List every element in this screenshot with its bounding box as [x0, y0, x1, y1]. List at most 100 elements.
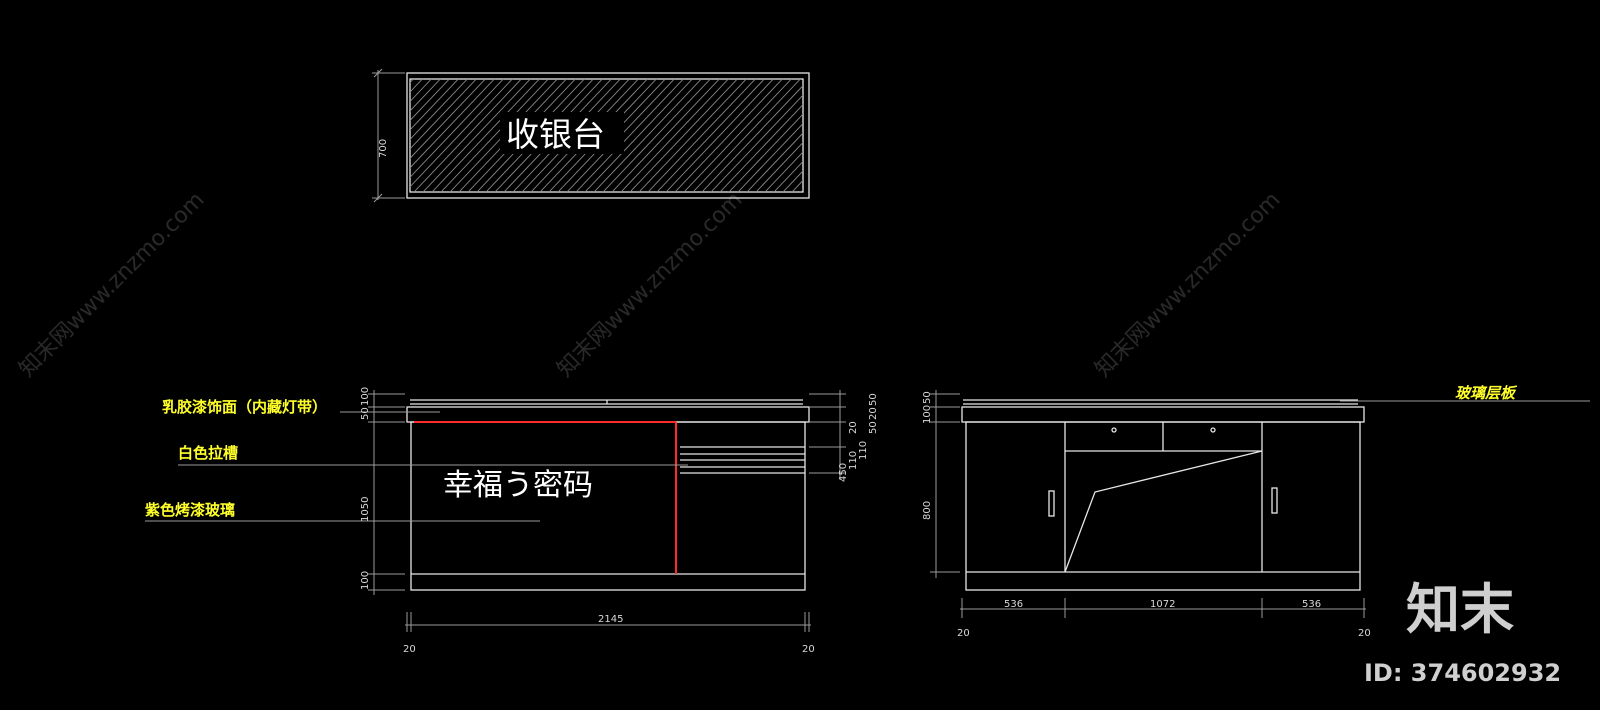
plan-view: 收银台 700 [372, 68, 1016, 203]
side-bottom-dim-3: 536 [1302, 599, 1321, 610]
watermarks: 知末网www.znzmo.com 知末网www.znzmo.com 知末网www… [15, 187, 1286, 382]
hatch-line [584, 79, 693, 192]
plan-title: 收银台 [506, 115, 605, 154]
front-left-dim-3: 1050 [360, 497, 371, 522]
front-bottom-dim-right: 20 [802, 644, 815, 655]
front-left-dim-2: 50 [360, 407, 371, 420]
hatch-line [873, 79, 980, 192]
plan-title-backdrop [500, 112, 624, 154]
hatch-line [900, 79, 1007, 192]
front-grooves [680, 446, 805, 474]
hatch-line [746, 132, 803, 192]
hatch-line [837, 79, 944, 192]
side-left-dim-1: 50 [922, 391, 933, 404]
front-right-dim-1: 50 [868, 393, 879, 406]
hatch-line [413, 79, 522, 192]
front-right-dim-7: 450 [838, 463, 849, 482]
hatch-line [692, 79, 801, 192]
brand-logo: 知末 [1406, 578, 1514, 641]
side-top-slab [961, 406, 1365, 423]
hatch-line [791, 179, 803, 192]
hatch-line [864, 79, 971, 192]
hatch-line [782, 170, 803, 192]
side-left-dim-3: 800 [922, 501, 933, 520]
door-handle-left [1048, 490, 1055, 517]
hatch-line [638, 79, 747, 192]
front-left-dim-4: 100 [360, 571, 371, 590]
side-bottom-dim-1: 536 [1004, 599, 1023, 610]
brand-block: 知末 ID: 374602932 [1364, 578, 1561, 687]
hatch-line [611, 79, 720, 192]
hatch-line [773, 160, 803, 192]
front-left-dim-1: 100 [360, 387, 371, 406]
watermark-1: 知末网www.znzmo.com [15, 187, 210, 382]
annotation-white-groove: 白色拉槽 [178, 444, 238, 462]
brand-id: ID: 374602932 [1364, 659, 1561, 687]
hatch-line [410, 79, 513, 188]
hatch-line [410, 79, 450, 122]
hatch-line [683, 79, 792, 192]
hatch-line [909, 79, 1016, 192]
plan-outer-rect [406, 72, 810, 199]
front-right-dim-4: 110 [858, 441, 869, 460]
hatch-line [891, 79, 998, 192]
hatch-line [422, 79, 531, 192]
front-bottom-dim-total: 2145 [598, 614, 623, 625]
watermark-2: 知末网www.znzmo.com [553, 187, 748, 382]
annotation-latex-paint: 乳胶漆饰面（内藏灯带） [162, 398, 327, 416]
front-bottom-dim-left: 20 [403, 644, 416, 655]
hatch-line [410, 79, 504, 178]
hatch-line [728, 113, 803, 192]
hatch-line [819, 79, 926, 192]
hatch-line [674, 79, 783, 192]
hatch-line [593, 79, 702, 192]
hatch-line [410, 79, 468, 141]
side-door-swing [1064, 450, 1263, 573]
hatch-line [602, 79, 711, 192]
plan-dim-tick-top [373, 68, 383, 78]
hatch-line [647, 79, 756, 192]
drawer-knob-left [1111, 427, 1117, 433]
front-overlay-text: 幸福う密码 [443, 468, 593, 503]
hatch-line [755, 141, 803, 192]
hatch-line [737, 122, 803, 192]
hatch-line [410, 79, 441, 112]
annotation-glass-shelf: 玻璃层板 [1455, 384, 1518, 402]
hatch-line [710, 94, 803, 192]
hatch-line [828, 79, 935, 192]
hatch-line [410, 79, 423, 93]
hatch-line [629, 79, 738, 192]
hatch-line [410, 79, 432, 103]
plan-dim-tick-bottom [373, 193, 383, 203]
front-right-dim-2: 20 [868, 407, 879, 420]
side-bottom-dim-4: 20 [957, 628, 970, 639]
drawer-knob-right [1210, 427, 1216, 433]
hatch-line [855, 79, 962, 192]
hatch-line [656, 79, 765, 192]
annotation-purple-glass: 紫色烤漆玻璃 [145, 501, 235, 519]
plan-inner-rect [409, 78, 804, 193]
side-bottom-dim-2: 1072 [1150, 599, 1175, 610]
front-right-dim-5: 20 [848, 421, 859, 434]
hatch-line [665, 79, 774, 192]
hatch-line [410, 79, 459, 131]
front-top-slab [406, 406, 810, 423]
front-right-dim-6: 110 [848, 451, 859, 470]
hatch-line [810, 79, 917, 192]
hatch-line [440, 79, 549, 192]
front-elevation: 幸福う密码 乳胶漆饰面（内藏灯带） 白色拉槽 紫色烤漆玻璃 100 50 105… [145, 387, 879, 655]
hatch-line [719, 103, 803, 192]
hatch-line [800, 189, 803, 192]
hatch-line [620, 79, 729, 192]
plan-hatch [410, 79, 1016, 192]
hatch-line [431, 79, 540, 192]
side-elevation: 玻璃层板 50 100 800 536 1072 536 20 20 [922, 384, 1590, 639]
hatch-line [410, 79, 414, 84]
front-right-dim-3: 50 [868, 421, 879, 434]
plan-width-dim: 700 [378, 139, 389, 158]
hatch-line [846, 79, 953, 192]
watermark-3: 知末网www.znzmo.com [1091, 187, 1286, 382]
hatch-line [410, 79, 477, 150]
hatch-line [764, 151, 803, 192]
